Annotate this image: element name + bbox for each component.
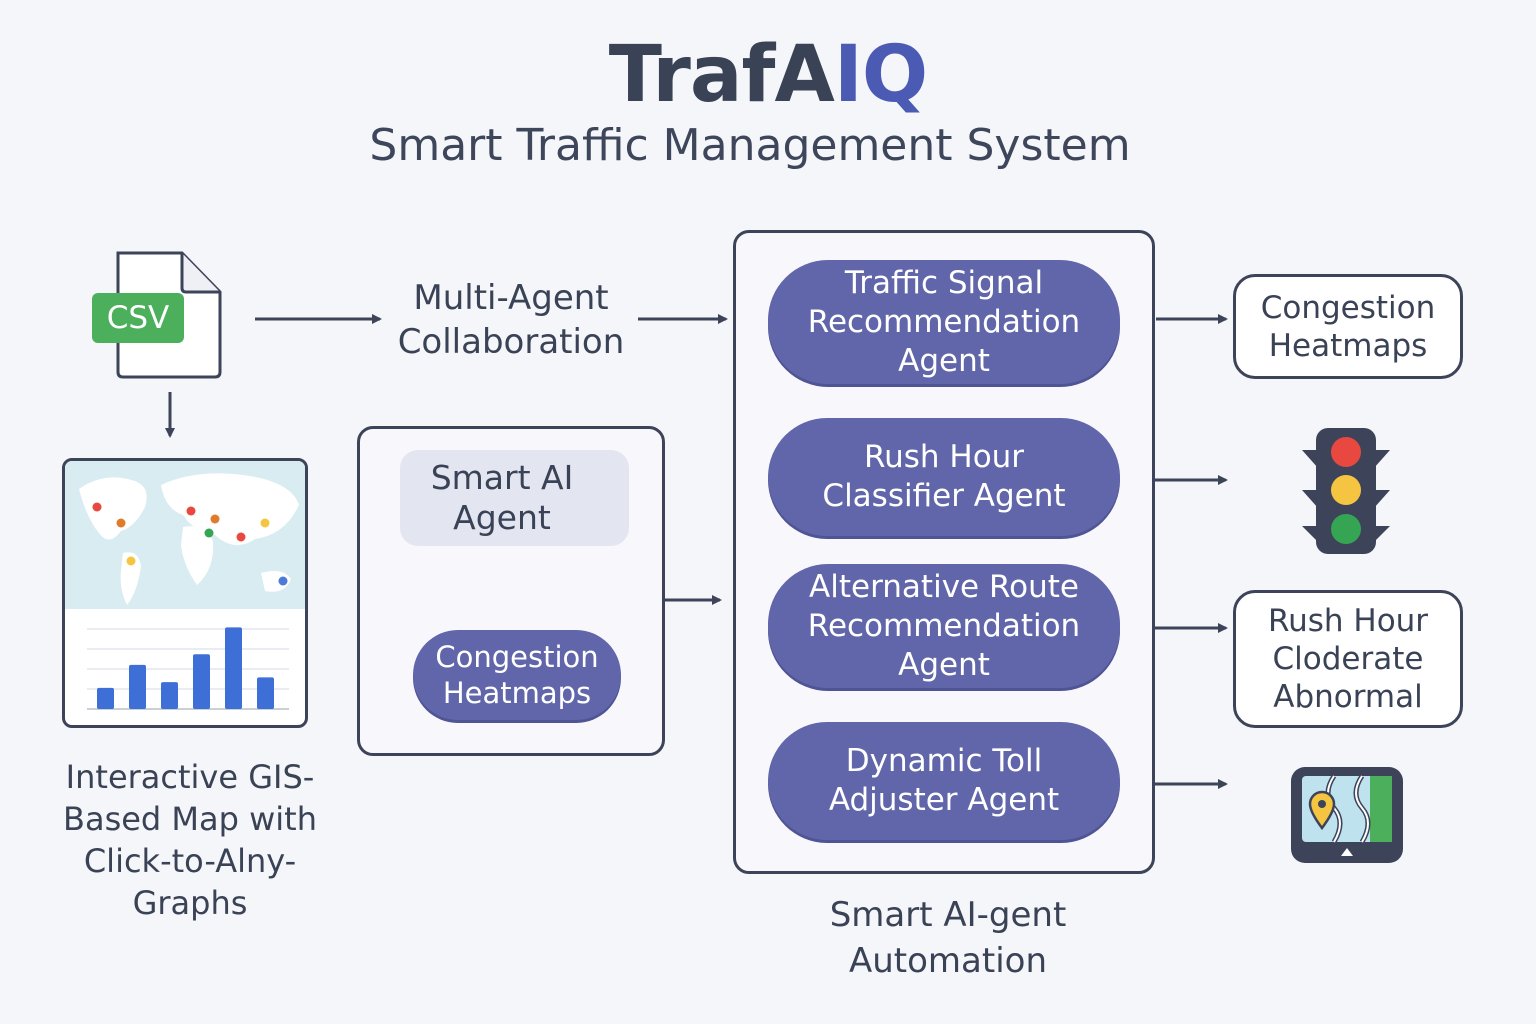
rush-hour-status-output[interactable]: Rush Hour Cloderate Abnormal	[1233, 590, 1463, 728]
chart-bar	[193, 654, 210, 709]
chart-bar	[97, 687, 114, 709]
chart-bar	[161, 682, 178, 709]
congestion-heatmaps-node[interactable]: Congestion Heatmaps	[413, 630, 621, 720]
gis-map-panel[interactable]	[62, 458, 308, 728]
chart-bar	[129, 664, 146, 709]
page-subtitle: Smart Traffic Management System	[369, 120, 1131, 171]
traffic-signal-agent-button[interactable]: Traffic Signal Recommendation Agent	[768, 260, 1120, 384]
chart-bar	[257, 677, 274, 709]
world-map	[65, 461, 305, 710]
dynamic-toll-agent-button[interactable]: Dynamic Toll Adjuster Agent	[768, 722, 1120, 840]
map-caption: Interactive GIS-Based Map with Click-to-…	[63, 758, 317, 922]
smart-ai-agent-label: Smart AI Agent	[430, 458, 574, 537]
csv-file-icon: CSV	[90, 250, 230, 380]
page-title: TrafAIQ	[608, 30, 928, 120]
multi-agent-collaboration-label: Multi-Agent Collaboration	[397, 278, 625, 362]
automation-caption: Smart AI-gent Automation	[829, 895, 1067, 981]
chart-bar	[225, 627, 242, 709]
rush-hour-classifier-agent-button[interactable]: Rush Hour Classifier Agent	[768, 418, 1120, 536]
csv-label: CSV	[106, 300, 170, 336]
smart-ai-agent-card[interactable]	[400, 450, 629, 546]
traffic-light-icon	[1300, 428, 1392, 556]
bar-chart	[87, 627, 289, 710]
congestion-heatmaps-output[interactable]: Congestion Heatmaps	[1233, 274, 1463, 379]
alternative-route-agent-button[interactable]: Alternative Route Recommendation Agent	[768, 564, 1120, 688]
route-map-icon	[1290, 766, 1404, 864]
